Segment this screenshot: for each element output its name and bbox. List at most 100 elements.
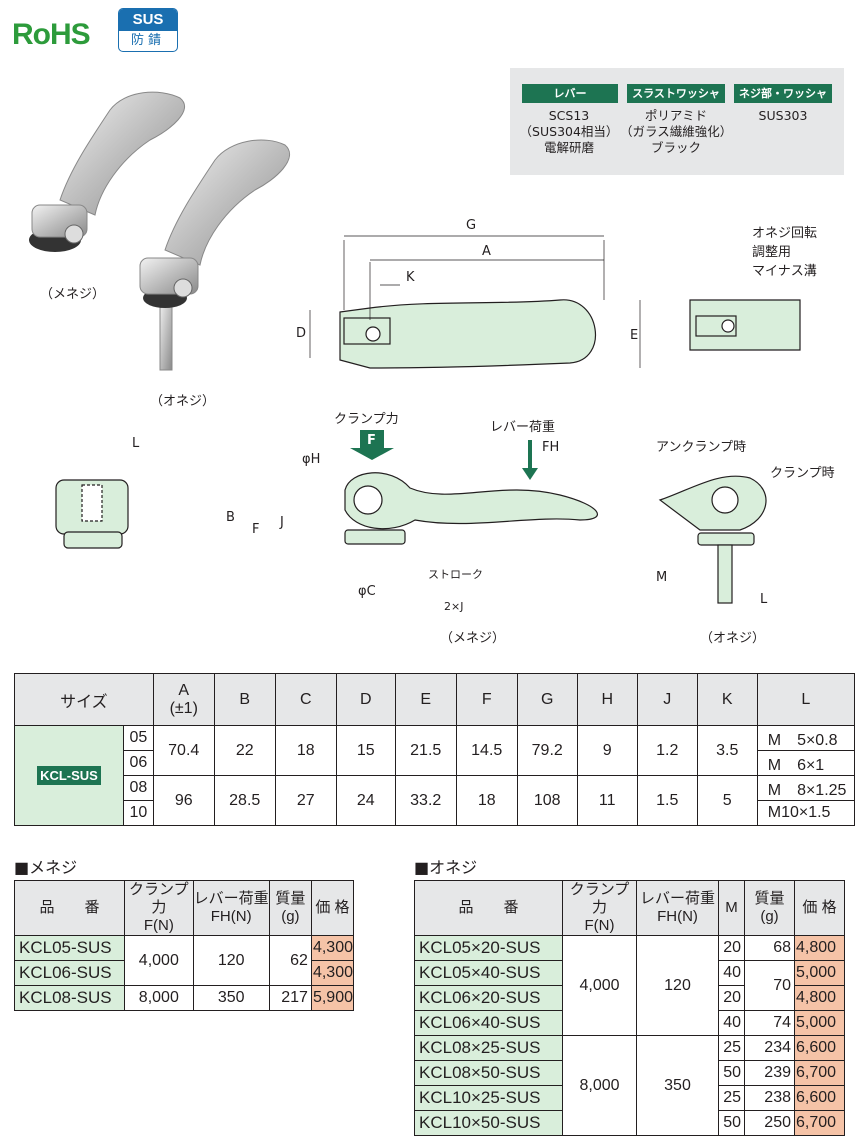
end-view-drawing [55, 479, 129, 549]
size-cell: 10 [122, 800, 154, 826]
header-line: FH(N) [210, 908, 252, 925]
lever-load-value: 350 [192, 985, 270, 1011]
part-number: KCL05×20-SUS [414, 935, 563, 961]
cell-A: 96 [152, 775, 215, 826]
clamp-force-value: 4,000 [124, 935, 194, 986]
spec-header: H [576, 673, 638, 726]
clamp-side-drawing [344, 430, 599, 545]
male-row: KCL10×50-SUS 50 250 6,700 [414, 1110, 845, 1136]
cell-E: 33.2 [394, 775, 457, 826]
male-row: KCL08×25-SUS 8,000 350 25 234 6,600 [414, 1035, 845, 1136]
cell-L: M 5×0.8 [756, 725, 856, 751]
dim-J: J [280, 515, 284, 530]
unclamp-label: アンクランプ時 [656, 440, 747, 455]
clamp-label: クランプ時 [770, 466, 835, 481]
cell-D: 15 [335, 725, 396, 776]
slot-note-line: マイナス溝 [752, 264, 817, 279]
part-number: KCL05×40-SUS [414, 960, 563, 986]
size-cell: 06 [122, 750, 154, 776]
m-value: 50 [718, 1110, 745, 1136]
cell-F: 14.5 [455, 725, 518, 776]
side-view-drawing [689, 299, 801, 351]
price-value: 4,800 [794, 985, 845, 1011]
material-head-washer: スラストワッシャー [627, 84, 725, 119]
spec-header-A: A [178, 681, 190, 699]
header-line: レバー荷重 [639, 890, 715, 907]
spec-header: K [696, 673, 758, 726]
clamp-force-value: 8,000 [562, 1035, 637, 1136]
part-number: KCL06-SUS [13, 960, 126, 986]
header-part-number: 品 番 [414, 880, 563, 936]
dim-G: G [466, 218, 477, 233]
material-line: SCS13 [548, 108, 590, 123]
cell-H: 11 [576, 775, 638, 826]
male-diagram-label: （オネジ） [700, 631, 766, 646]
cell-L: M 8×1.25 [756, 775, 856, 801]
header-line: FH(N) [657, 908, 698, 925]
material-line: ポリアミド [644, 108, 708, 123]
weight-value: 234 [744, 1035, 795, 1061]
header-line: 質量 [275, 890, 306, 907]
lever-load-value: 120 [636, 935, 719, 1036]
male-row: KCL05×40-SUS 40 70 5,000 [414, 960, 845, 1011]
cell-K: 5 [696, 775, 758, 826]
female-row: KCL08-SUS 8,000 350 217 5,900 [13, 985, 355, 1011]
series-cell: KCL-SUS [14, 725, 124, 826]
header-part-number: 品 番 [13, 880, 126, 936]
male-row: KCL10×25-SUS 25 238 6,600 [414, 1085, 845, 1111]
slot-note-line: オネジ回転 [752, 226, 818, 241]
male-row: KCL05×20-SUS 4,000 120 20 68 4,800 [414, 935, 845, 1036]
header-weight: 質量(g) [268, 880, 312, 936]
cell-H: 9 [576, 725, 638, 776]
cell-J: 1.2 [636, 725, 698, 776]
header-line: 質量 [754, 890, 785, 907]
male-section-title: ■オネジ [414, 858, 478, 877]
clamp-force-label: クランプ力 [334, 412, 399, 427]
dim-B: B [226, 510, 235, 525]
header-line: F(N) [143, 917, 174, 934]
price-value: 5,000 [794, 1010, 845, 1036]
spec-header-tol: (±1) [169, 699, 198, 717]
part-number: KCL06×40-SUS [414, 1010, 563, 1036]
price-value: 6,600 [794, 1035, 845, 1061]
slot-note: オネジ回転 調整用 マイナス溝 [752, 224, 817, 281]
cell-F: 18 [455, 775, 518, 826]
spec-header: E [394, 673, 457, 726]
weight-value: 62 [268, 935, 312, 986]
header-m: M [718, 880, 745, 936]
sus-badge-top: SUS [119, 9, 177, 31]
dim-L: L [132, 436, 140, 451]
photo-female-label: （メネジ） [40, 287, 106, 302]
price-value: 6,700 [794, 1060, 845, 1086]
sus-badge-bottom: 防錆 [130, 33, 165, 48]
m-value: 20 [718, 935, 745, 961]
slot-note-line: 調整用 [752, 245, 792, 260]
female-row: KCL06-SUS 4,300 [13, 960, 355, 986]
spec-header: F [455, 673, 518, 726]
spec-header: D [335, 673, 396, 726]
clamp-state-drawing [658, 475, 767, 604]
material-head-lever: レバー [522, 84, 618, 103]
part-number: KCL08×25-SUS [414, 1035, 563, 1061]
stroke-label: ストローク [428, 568, 483, 581]
part-number: KCL06×20-SUS [414, 985, 563, 1011]
m-value: 40 [718, 960, 745, 986]
price-value: 4,800 [794, 935, 845, 961]
photo-male-label: （オネジ） [150, 394, 216, 409]
spec-header: C [274, 673, 337, 726]
header-line: (g) [281, 908, 300, 925]
cell-G: 108 [516, 775, 578, 826]
header-price: 価 格 [310, 880, 355, 936]
material-line: SUS303 [758, 108, 808, 123]
weight-value: 238 [744, 1085, 795, 1111]
sus-badge: SUS 防錆 [118, 8, 178, 52]
spec-header: L [756, 673, 856, 726]
dim-K: K [406, 270, 415, 285]
part-number: KCL10×25-SUS [414, 1085, 563, 1111]
lever-load-value: 350 [636, 1035, 719, 1136]
product-drawings [29, 91, 801, 604]
